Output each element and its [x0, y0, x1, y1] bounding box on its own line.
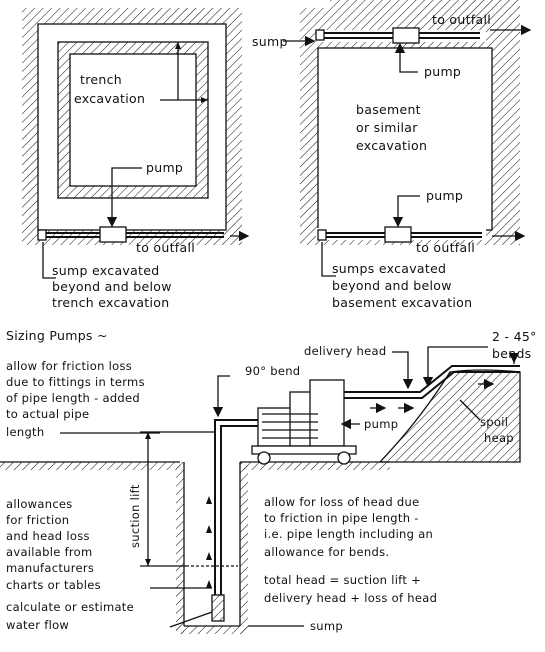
- loss-text-3: i.e. pipe length including an: [264, 527, 433, 541]
- calc-text-2: water flow: [6, 618, 69, 632]
- label-to-outfall-basement-top: to outfall: [432, 12, 491, 27]
- label-suction-lift: suction lift: [128, 484, 142, 548]
- label-or-similar: or similar: [356, 120, 418, 135]
- sizing-title: Sizing Pumps ~: [6, 328, 108, 343]
- label-delivery-head: delivery head: [304, 344, 386, 358]
- label-pump-trench: pump: [146, 160, 183, 175]
- label-trench: trench: [80, 72, 122, 87]
- trench-plan: [22, 8, 250, 279]
- allow-text-6: charts or tables: [6, 578, 101, 592]
- allow-text-2: for friction: [6, 513, 69, 527]
- calc-text-1: calculate or estimate: [6, 600, 134, 614]
- label-sumps-excavated: sumps excavated: [332, 261, 446, 276]
- allow-text-5: manufacturers: [6, 561, 94, 575]
- friction-text-4: to actual pipe: [6, 407, 89, 421]
- label-beyond-below-basement: beyond and below: [332, 278, 452, 293]
- label-sump-main: sump: [310, 619, 343, 633]
- label-excavation: excavation: [356, 138, 427, 153]
- basement-plan: [283, 0, 532, 277]
- loss-text-1: allow for loss of head due: [264, 495, 419, 509]
- friction-text-3: of pipe length - added: [6, 391, 140, 405]
- label-sump-basement: sump: [252, 34, 288, 49]
- label-to-outfall-trench: to outfall: [136, 240, 195, 255]
- label-2-45-bends: 2 - 45°: [492, 329, 537, 344]
- label-pump-basement-top: pump: [424, 64, 461, 79]
- label-pump-main: pump: [364, 417, 398, 431]
- pump-section: [0, 346, 521, 634]
- label-heap: heap: [484, 431, 514, 445]
- allow-text-4: available from: [6, 545, 93, 559]
- label-to-outfall-basement-bottom: to outfall: [416, 240, 475, 255]
- total-text-2: delivery head + loss of head: [264, 591, 437, 605]
- label-trench-excavation: excavation: [74, 91, 145, 106]
- loss-text-2: to friction in pipe length -: [264, 511, 419, 525]
- label-90-bend: 90° bend: [245, 364, 300, 378]
- label-trench-excavation-sump: trench excavation: [52, 295, 169, 310]
- friction-text-1: allow for friction loss: [6, 359, 132, 373]
- label-bends: bends: [492, 346, 532, 361]
- total-text-1: total head = suction lift +: [264, 573, 421, 587]
- label-basement-excavation: basement excavation: [332, 295, 472, 310]
- loss-text-4: allowance for bends.: [264, 545, 389, 559]
- allow-text-3: and head loss: [6, 529, 90, 543]
- friction-text-5: length: [6, 425, 44, 439]
- label-sump-excavated: sump excavated: [52, 263, 159, 278]
- label-spoil: spoil: [480, 415, 508, 429]
- label-basement: basement: [356, 102, 421, 117]
- friction-text-2: due to fittings in terms: [6, 375, 145, 389]
- label-pump-basement-bottom: pump: [426, 188, 463, 203]
- allow-text-1: allowances: [6, 497, 73, 511]
- label-beyond-below: beyond and below: [52, 279, 172, 294]
